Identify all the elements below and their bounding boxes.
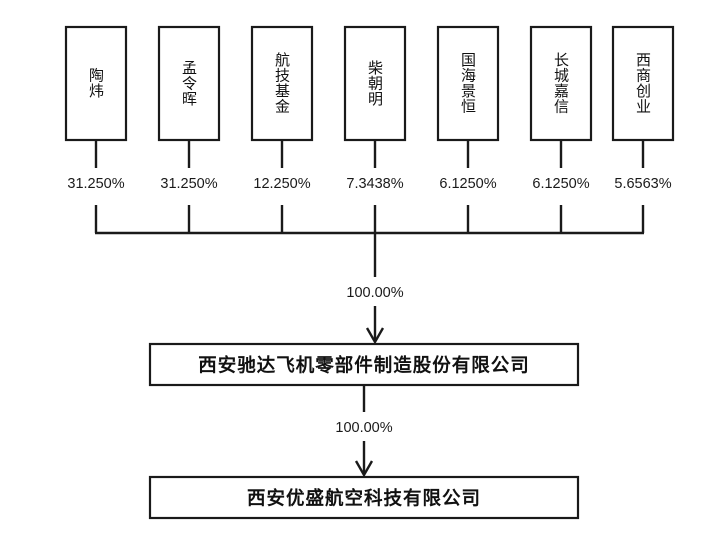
shareholder-percent-5: 6.1250% [439, 176, 496, 192]
shareholder-name-3: 航技基金 [273, 52, 291, 114]
shareholder-box-1[interactable] [64, 25, 128, 142]
shareholder-node-6[interactable]: 长城嘉信 6.1250% [529, 25, 593, 233]
shareholder-name-2: 孟令晖 [180, 60, 198, 107]
shareholder-name-6: 长城嘉信 [552, 52, 570, 114]
aggregation-bus: 100.00% [95, 231, 644, 345]
company-node-parent[interactable]: 西安驰达飞机零部件制造股份有限公司 [148, 342, 580, 387]
company-name-subsidiary: 西安优盛航空科技有限公司 [247, 488, 481, 510]
subsidiary-arrow-icon [354, 460, 374, 478]
shareholder-percent-7: 5.6563% [614, 176, 671, 192]
shareholder-node-1[interactable]: 陶炜 31.250% [64, 25, 128, 233]
shareholder-percent-2: 31.250% [160, 176, 217, 192]
shareholder-box-7[interactable] [611, 25, 675, 142]
company-box-parent[interactable] [148, 342, 580, 387]
shareholder-node-3[interactable]: 航技基金 12.250% [250, 25, 314, 233]
shareholder-node-7[interactable]: 西商创业 5.6563% [611, 25, 675, 233]
company-node-subsidiary[interactable]: 西安优盛航空科技有限公司 [148, 475, 580, 520]
shareholder-percent-6: 6.1250% [532, 176, 589, 192]
shareholder-name-7: 西商创业 [634, 52, 652, 114]
shareholder-row: 陶炜 31.250% 孟令晖 31.250% 航技基金 12.250% [64, 25, 675, 233]
shareholder-box-5[interactable] [436, 25, 500, 142]
aggregate-arrow-icon [365, 327, 385, 345]
shareholder-percent-1: 31.250% [67, 176, 124, 192]
shareholder-node-5[interactable]: 国海景恒 6.1250% [436, 25, 500, 233]
shareholder-node-4[interactable]: 柴朝明 7.3438% [343, 25, 407, 233]
aggregate-percent-label: 100.00% [346, 285, 403, 301]
shareholder-name-4: 柴朝明 [366, 60, 384, 107]
shareholder-node-2[interactable]: 孟令晖 31.250% [157, 25, 221, 233]
shareholder-name-1: 陶炜 [87, 68, 105, 99]
shareholder-percent-4: 7.3438% [346, 176, 403, 192]
company-box-subsidiary[interactable] [148, 475, 580, 520]
subsidiary-link: 100.00% [335, 385, 393, 478]
subsidiary-percent-label: 100.00% [335, 420, 392, 436]
shareholder-box-6[interactable] [529, 25, 593, 142]
company-name-parent: 西安驰达飞机零部件制造股份有限公司 [198, 355, 530, 377]
shareholder-name-5: 国海景恒 [459, 52, 477, 114]
shareholder-box-2[interactable] [157, 25, 221, 142]
shareholder-box-3[interactable] [250, 25, 314, 142]
shareholder-percent-3: 12.250% [253, 176, 310, 192]
